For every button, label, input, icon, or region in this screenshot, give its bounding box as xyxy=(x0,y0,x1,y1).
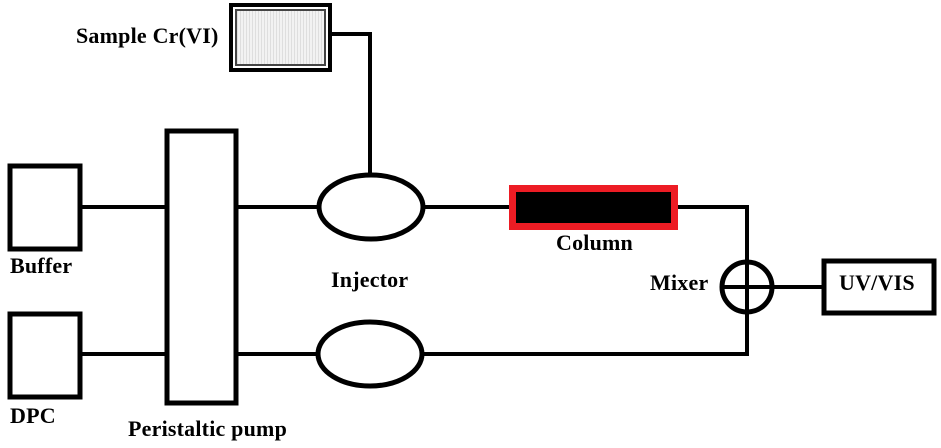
reagent-valve[interactable] xyxy=(315,319,425,389)
line-column-to-mixer xyxy=(674,205,749,266)
column-cartridge[interactable] xyxy=(509,185,678,230)
column-label: Column xyxy=(556,230,633,255)
uvvis-detector[interactable] xyxy=(821,258,937,316)
peristaltic-pump[interactable] xyxy=(164,128,239,406)
connection-lines xyxy=(80,32,826,356)
mixer-junction[interactable] xyxy=(719,259,775,315)
buffer-reservoir[interactable] xyxy=(7,163,83,252)
dpc-reservoir[interactable] xyxy=(7,311,83,400)
line-sample-to-injector xyxy=(330,32,372,180)
uvvis-detector-label: UV/VIS xyxy=(839,270,915,295)
sample-reservoir[interactable] xyxy=(229,3,332,72)
column-black-fill xyxy=(516,192,671,223)
dpc-label: DPC xyxy=(10,403,56,428)
buffer-label: Buffer xyxy=(10,253,73,278)
injector-label: Injector xyxy=(331,267,409,292)
line-valve-to-mixer xyxy=(415,307,749,356)
sample-label: Sample Cr(VI) xyxy=(76,23,219,48)
injector-valve[interactable] xyxy=(316,172,426,242)
peristaltic-pump-label: Peristaltic pump xyxy=(128,416,288,441)
mixer-label: Mixer xyxy=(650,270,709,295)
sample-reservoir-inner-border xyxy=(235,9,326,66)
